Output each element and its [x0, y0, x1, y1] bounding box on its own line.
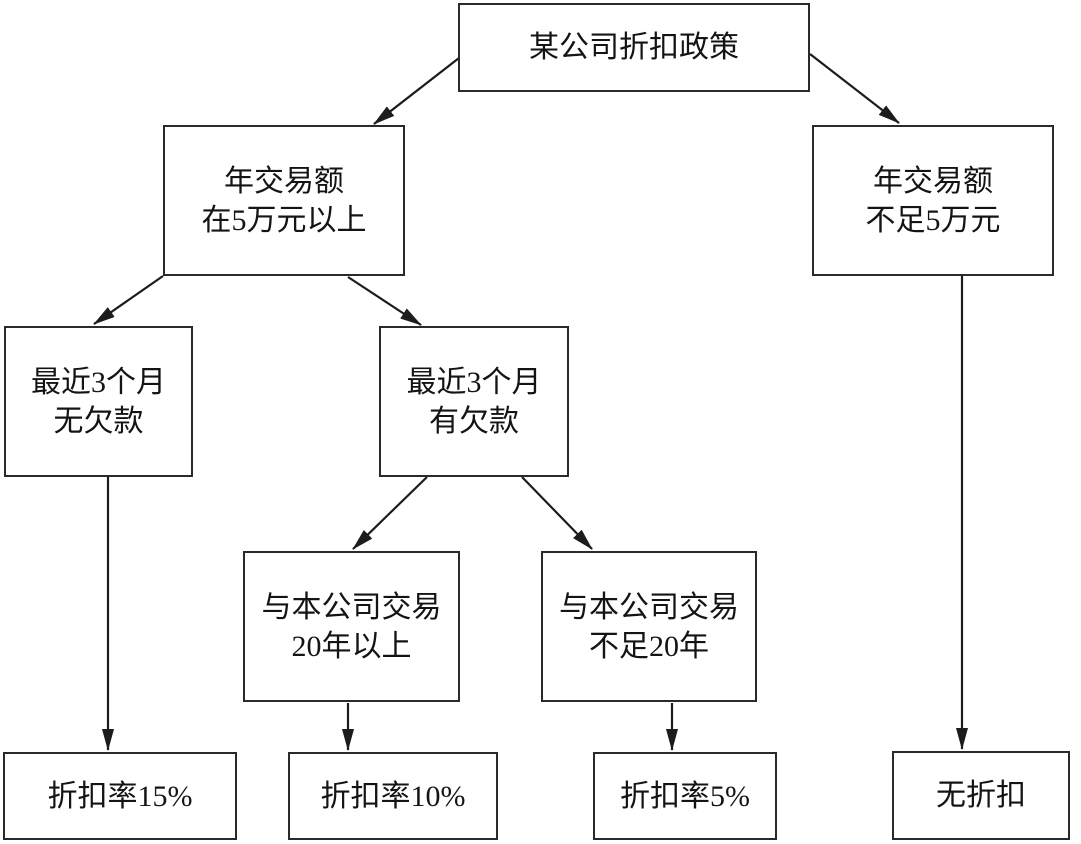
- node-discount-15: 折扣率15%: [3, 752, 237, 840]
- node-discount-10: 折扣率10%: [288, 752, 498, 840]
- node-high-volume: 年交易额 在5万元以上: [163, 125, 405, 276]
- edge-arrears-to-long-term: [352, 476, 428, 550]
- node-no-arrears: 最近3个月 无欠款: [4, 326, 193, 477]
- edge-high-volume-to-no-arrears: [93, 275, 164, 325]
- edge-arrears-to-short-term: [521, 476, 593, 550]
- node-short-term: 与本公司交易 不足20年: [541, 551, 757, 702]
- node-low-volume: 年交易额 不足5万元: [812, 125, 1054, 276]
- edge-root-to-high-volume: [373, 57, 460, 125]
- node-root: 某公司折扣政策: [458, 3, 810, 92]
- edge-high-volume-to-arrears: [347, 276, 422, 326]
- node-no-discount: 无折扣: [892, 751, 1070, 840]
- edge-root-to-low-volume: [809, 53, 900, 124]
- node-discount-5: 折扣率5%: [593, 752, 777, 840]
- node-long-term: 与本公司交易 20年以上: [243, 551, 460, 702]
- node-arrears: 最近3个月 有欠款: [379, 326, 569, 477]
